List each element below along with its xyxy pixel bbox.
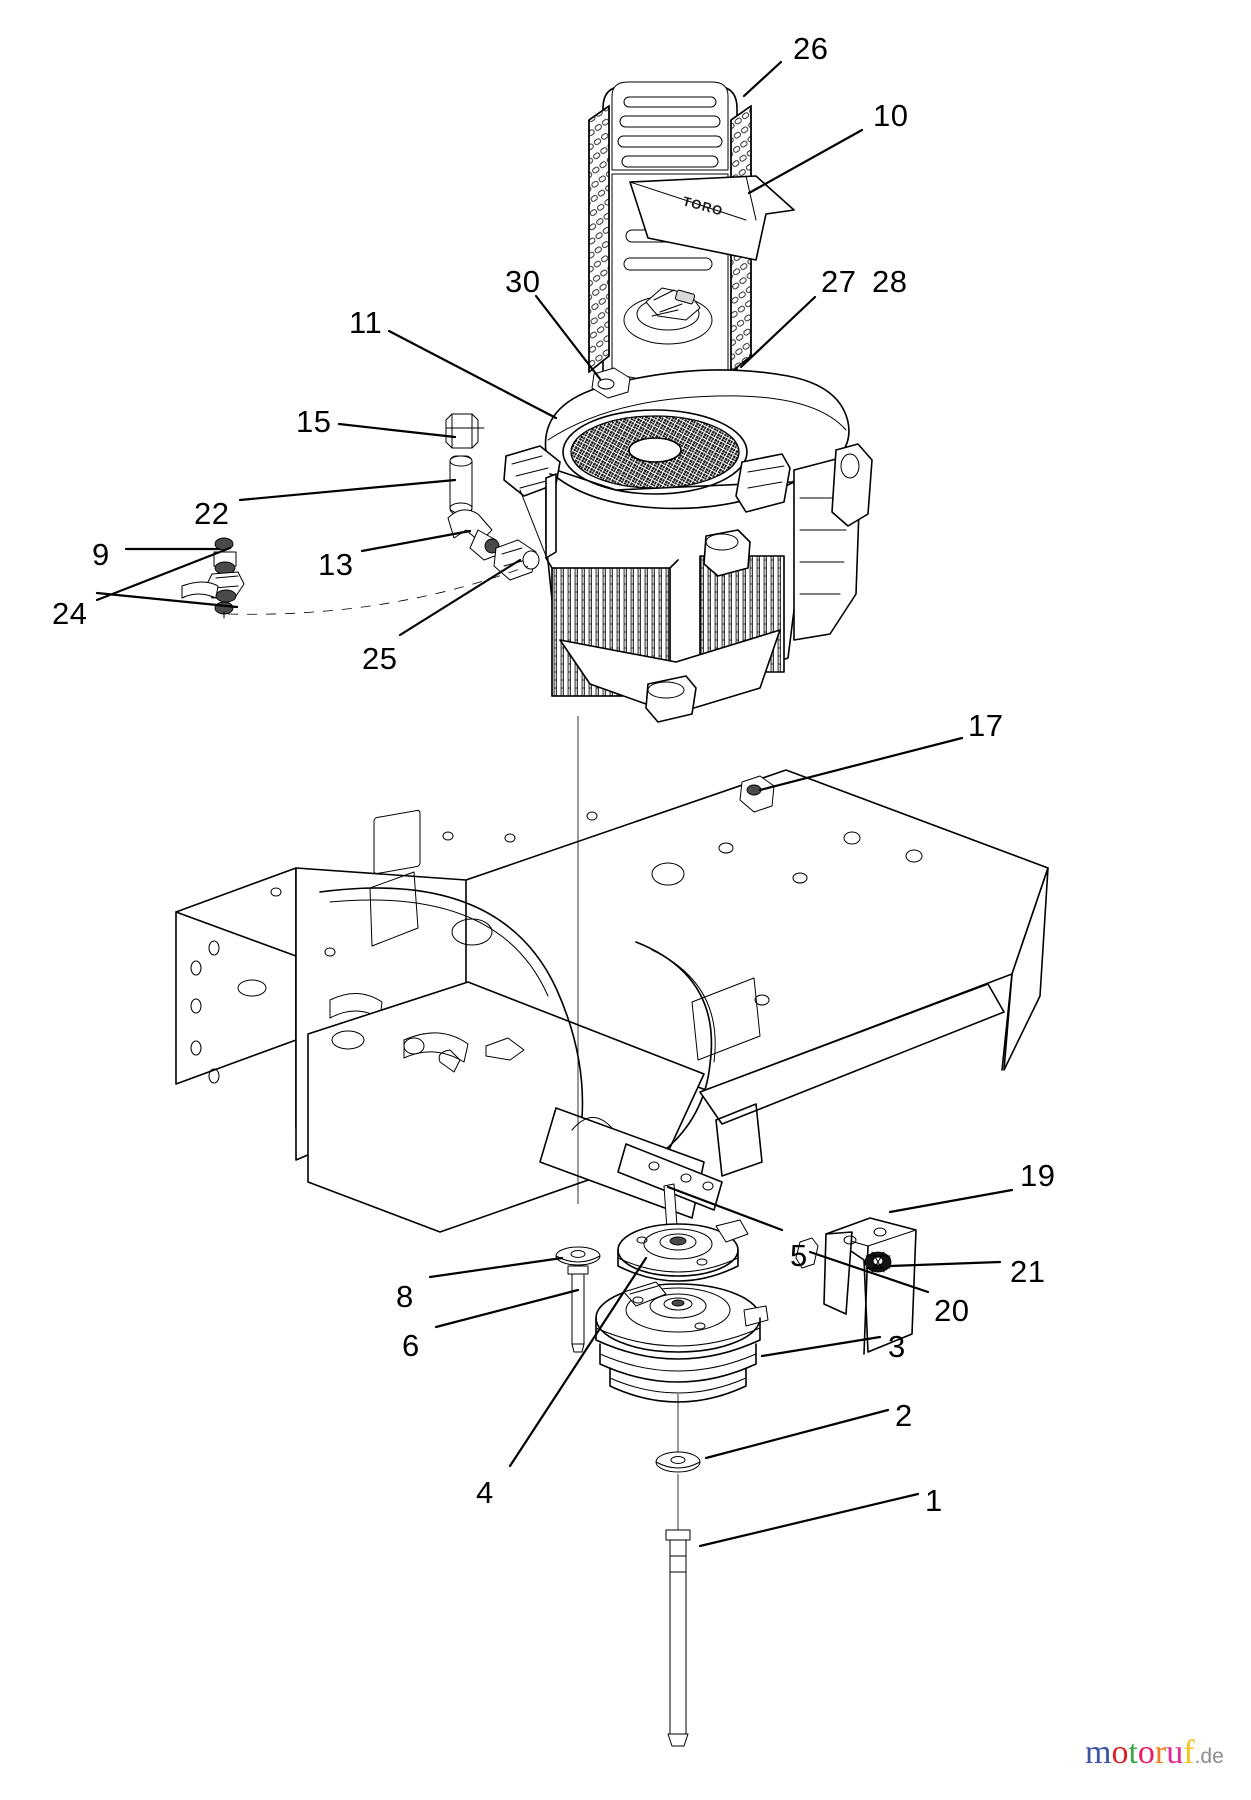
part-3-clutch — [595, 1281, 769, 1403]
part-21-nut — [864, 1251, 892, 1273]
mower-frame-chassis — [175, 716, 1049, 1233]
part-13-elbow — [447, 509, 501, 561]
motoruf-watermark: motoruf.de — [1085, 1736, 1224, 1770]
callout-13: 13 — [318, 547, 354, 582]
callout-27: 27 — [821, 264, 857, 299]
hardware-parts — [181, 413, 540, 619]
wm-letter-f: f — [1183, 1734, 1195, 1771]
callout-2: 2 — [895, 1398, 913, 1433]
leader-lines — [95, 60, 1014, 1548]
callout-21: 21 — [1010, 1254, 1046, 1289]
part-4-pulley — [617, 1219, 749, 1282]
callout-3: 3 — [888, 1329, 906, 1364]
callout-10: 10 — [873, 98, 909, 133]
callout-17: 17 — [968, 708, 1004, 743]
wm-letter-t: t — [1128, 1734, 1138, 1771]
part-20-key — [795, 1237, 819, 1269]
callout-11: 11 — [349, 305, 383, 340]
callout-8: 8 — [396, 1279, 414, 1314]
part-25-fitting — [493, 539, 540, 581]
callout-5: 5 — [790, 1238, 808, 1273]
part-6-bolt — [567, 1265, 589, 1353]
part-2-washer — [655, 1451, 701, 1473]
clutch-pulley-assembly — [555, 1183, 892, 1747]
wm-letter-o2: o — [1137, 1734, 1155, 1771]
callout-24: 24 — [52, 596, 88, 631]
callout-1: 1 — [925, 1483, 943, 1518]
callout-20: 20 — [934, 1293, 970, 1328]
part-15-fitting — [445, 413, 485, 449]
part-9-24-valve-cluster — [181, 537, 245, 619]
wm-tld: .de — [1194, 1745, 1224, 1768]
callout-9: 9 — [92, 537, 110, 572]
callout-4: 4 — [476, 1475, 494, 1510]
callout-6: 6 — [402, 1328, 420, 1363]
part-8-washer — [555, 1246, 601, 1266]
callout-30: 30 — [505, 264, 541, 299]
callout-25: 25 — [362, 641, 398, 676]
wm-letter-m: m — [1085, 1734, 1112, 1771]
callout-22: 22 — [194, 496, 230, 531]
part-1-bolt — [665, 1529, 691, 1747]
wm-letter-o1: o — [1111, 1734, 1129, 1771]
callout-28: 28 — [872, 264, 908, 299]
muffler-guard-assembly: TORO — [588, 81, 795, 393]
wm-letter-u: u — [1166, 1734, 1184, 1771]
callout-15: 15 — [296, 404, 332, 439]
callout-26: 26 — [793, 31, 829, 66]
wm-letter-r: r — [1154, 1734, 1167, 1771]
callout-19: 19 — [1020, 1158, 1056, 1193]
part-22-spacer — [449, 455, 473, 515]
engine-assembly — [503, 367, 873, 723]
